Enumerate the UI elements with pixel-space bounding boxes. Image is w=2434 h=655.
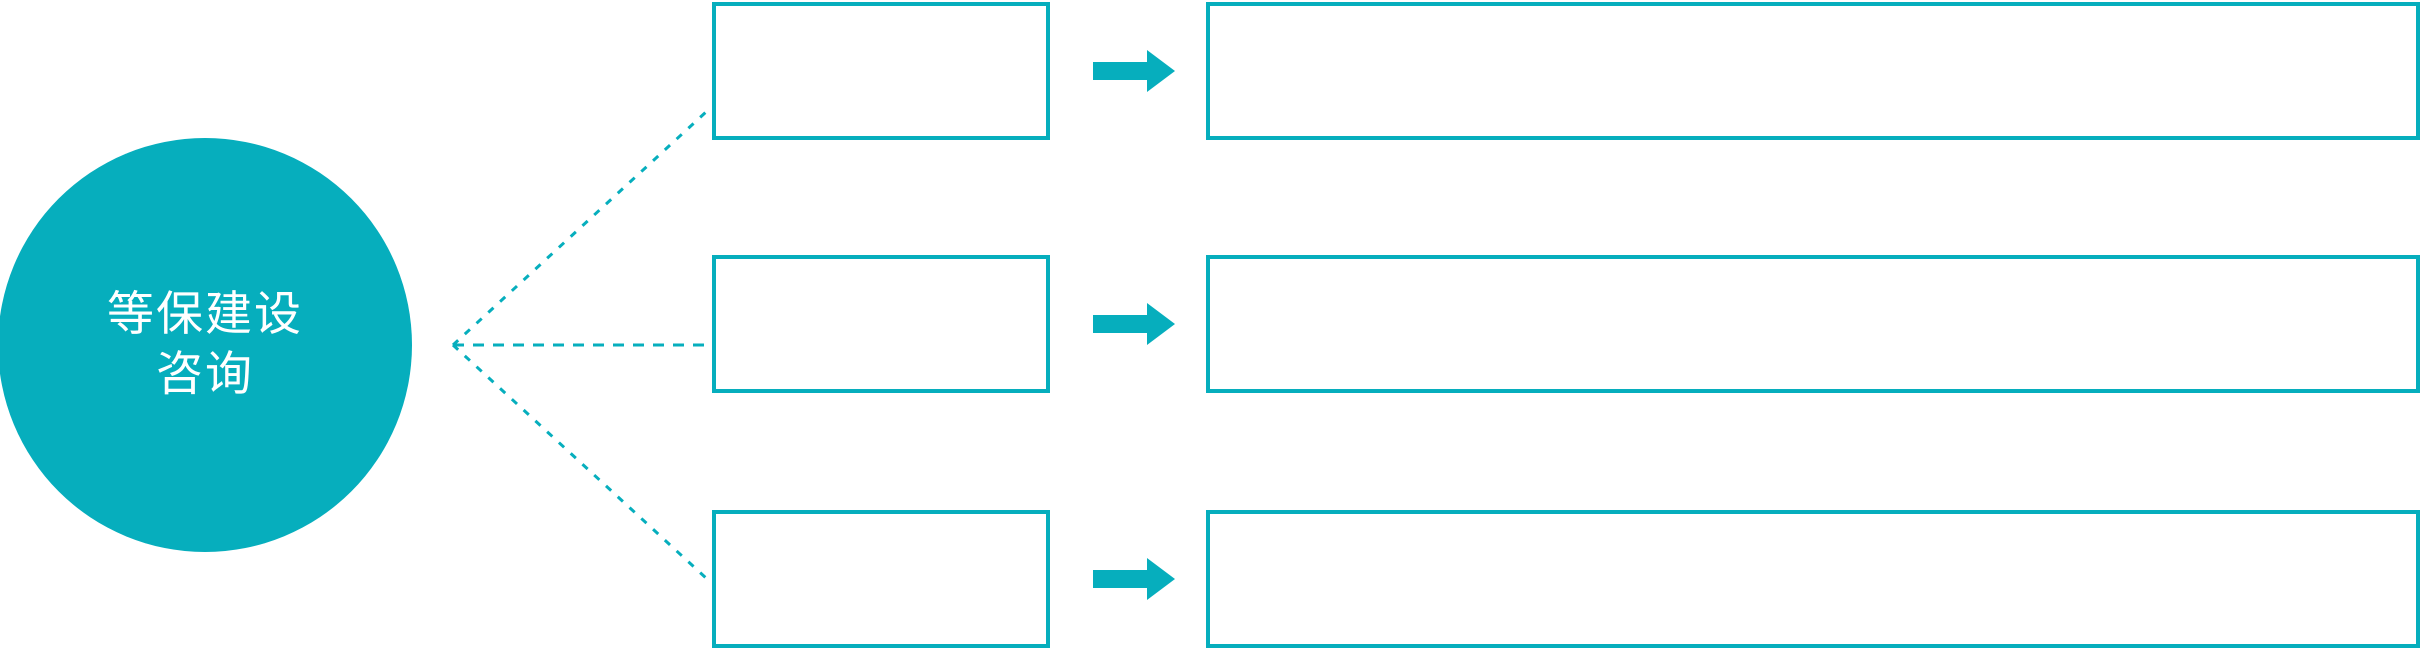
stage-box-1[interactable] <box>712 2 1050 140</box>
flow-row-1 <box>0 0 2434 142</box>
flow-row-2 <box>0 253 2434 395</box>
stage-box-3[interactable] <box>712 510 1050 648</box>
hub-circle[interactable]: 等保建设 咨询 <box>0 138 412 552</box>
detail-box-1[interactable] <box>1206 2 2420 140</box>
detail-box-2[interactable] <box>1206 255 2420 393</box>
flow-row-3 <box>0 508 2434 650</box>
hub-title-line-2: 咨询 <box>156 347 254 402</box>
detail-box-3[interactable] <box>1206 510 2420 648</box>
stage-box-2[interactable] <box>712 255 1050 393</box>
arrow-right-icon-3 <box>1093 558 1175 600</box>
arrow-right-icon-1 <box>1093 50 1175 92</box>
arrow-right-icon-2 <box>1093 303 1175 345</box>
hub-title-line-1: 等保建设 <box>107 286 303 342</box>
